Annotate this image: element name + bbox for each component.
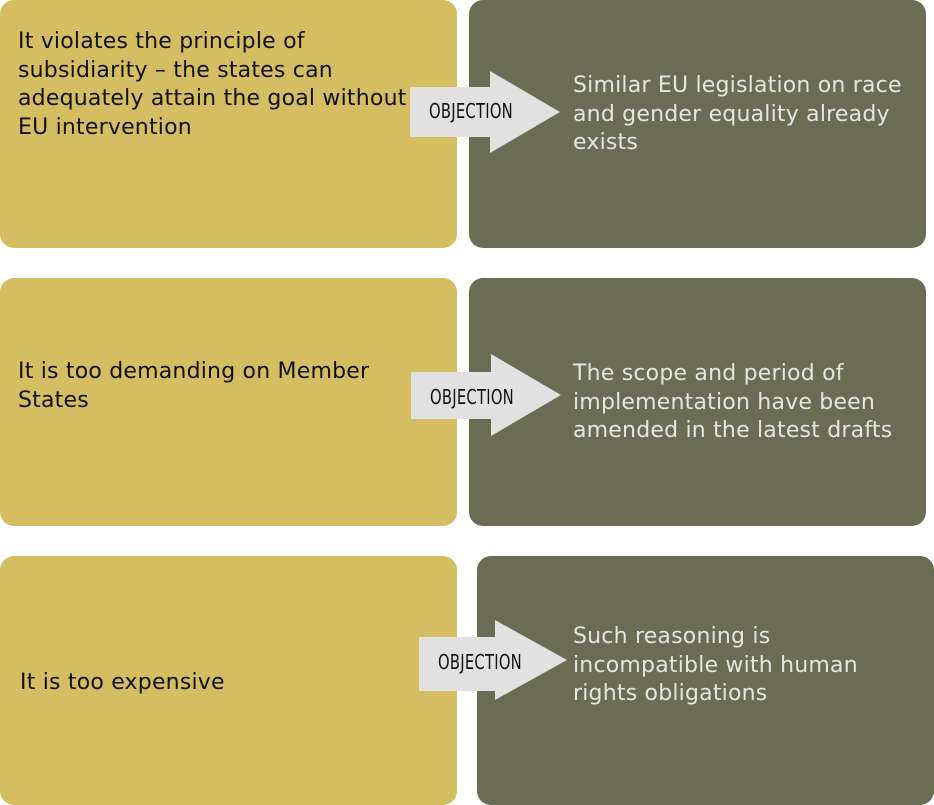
response-text-1: Similar EU legislation on race and gende…	[573, 73, 902, 155]
arrow-right-icon	[419, 620, 567, 700]
claim-text-1: It violates the principle of subsidiarit…	[18, 29, 407, 140]
claim-box-1: It violates the principle of subsidiarit…	[0, 0, 457, 248]
arrow-right-icon	[410, 71, 560, 153]
response-box-1: Similar EU legislation on race and gende…	[469, 0, 926, 248]
arrow-right-icon	[411, 354, 561, 436]
claim-text-3: It is too expensive	[20, 670, 225, 695]
objection-label-3: OBJECTION	[438, 650, 522, 674]
objection-arrow-2: OBJECTION	[411, 354, 563, 436]
response-text-3: Such reasoning is incompatible with huma…	[573, 624, 858, 706]
objection-label-1: OBJECTION	[429, 99, 513, 123]
claim-box-3: It is too expensive	[0, 556, 457, 805]
objection-arrow-3: OBJECTION	[419, 620, 571, 702]
objection-label-2: OBJECTION	[430, 385, 514, 409]
response-box-3: Such reasoning is incompatible with huma…	[477, 556, 934, 805]
claim-box-2: It is too demanding on Member States	[0, 278, 457, 526]
response-text-2: The scope and period of implementation h…	[573, 361, 893, 443]
claim-text-2: It is too demanding on Member States	[18, 359, 370, 413]
response-box-2: The scope and period of implementation h…	[469, 278, 926, 526]
objection-arrow-1: OBJECTION	[410, 71, 562, 153]
